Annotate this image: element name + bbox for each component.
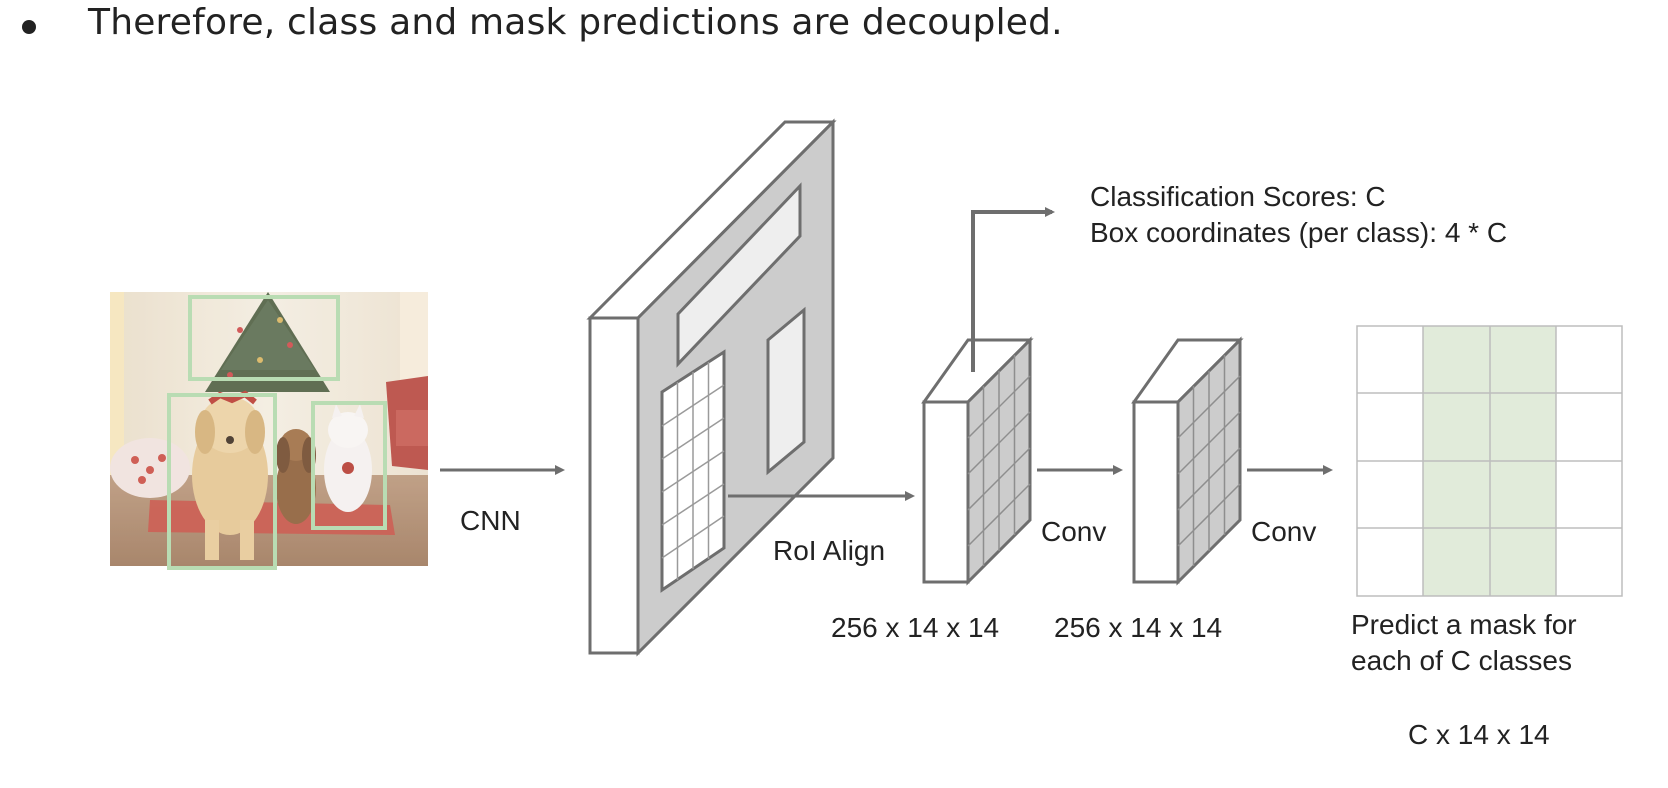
conv-feature-block xyxy=(1131,336,1244,586)
conv-label-1: Conv xyxy=(1041,516,1106,547)
box-coordinates-label: Box coordinates (per class): 4 * C xyxy=(1090,217,1507,248)
bullet-text: Therefore, class and mask predictions ar… xyxy=(88,2,1063,43)
detection-box-tree xyxy=(188,295,340,381)
input-image xyxy=(110,292,428,570)
detection-box-dog xyxy=(167,393,277,570)
conv-dims-label: 256 x 14 x 14 xyxy=(1054,612,1222,643)
classification-arrow xyxy=(971,207,1055,372)
roi-dims-label: 256 x 14 x 14 xyxy=(831,612,999,643)
conv-label-2: Conv xyxy=(1251,516,1316,547)
classification-scores-label: Classification Scores: C xyxy=(1090,181,1386,212)
roi-feature-block xyxy=(921,336,1034,586)
mask-grid xyxy=(1356,325,1623,597)
mask-dims-label: C x 14 x 14 xyxy=(1408,719,1550,750)
bullet-dot xyxy=(22,20,36,34)
bullet-line: Therefore, class and mask predictions ar… xyxy=(0,0,1668,60)
roi-align-label: RoI Align xyxy=(773,535,885,566)
feature-map-block xyxy=(586,118,837,657)
mask-caption-line2: each of C classes xyxy=(1351,645,1572,676)
mask-caption-line1: Predict a mask for xyxy=(1351,609,1577,640)
detection-box-cat xyxy=(311,401,387,530)
cnn-label: CNN xyxy=(460,505,521,536)
